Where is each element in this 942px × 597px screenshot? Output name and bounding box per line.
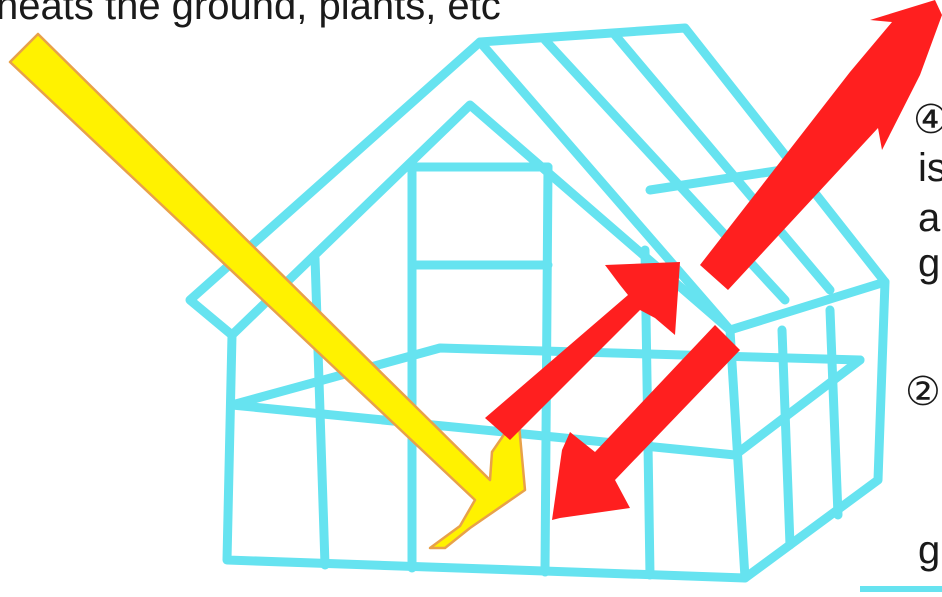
top-caption: heats the ground, plants, etc: [0, 0, 501, 26]
escaping-heat-arrow: [700, 0, 942, 290]
side-post-2: [830, 310, 838, 515]
step-four-marker: ④: [913, 100, 942, 140]
cropped-bar: [860, 586, 942, 592]
frag-is: is: [918, 148, 942, 188]
frag-a: a: [918, 198, 940, 238]
frag-g: g: [918, 243, 940, 283]
side-band: [735, 360, 860, 455]
infrared-arrow-icon: [485, 0, 942, 520]
step-two-marker: ②: [905, 372, 941, 412]
frag-g-bottom: g: [918, 530, 940, 570]
sunlight-arrow-icon: [10, 34, 525, 548]
